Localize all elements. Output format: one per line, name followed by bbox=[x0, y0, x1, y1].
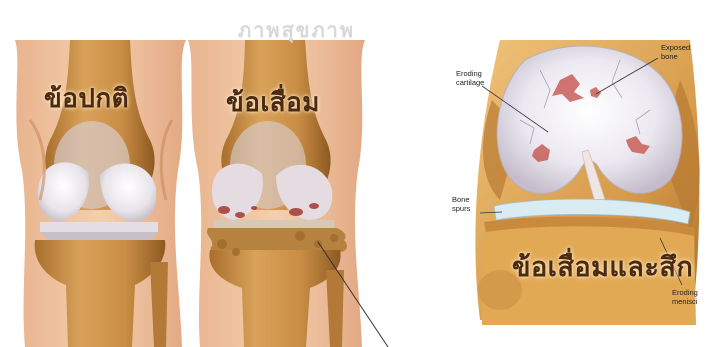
eroding-menisci-text: Eroding menisci bbox=[672, 288, 698, 306]
bone-spurs-text: Bone spurs bbox=[452, 195, 470, 213]
watermark: ภาพสุขภาพ bbox=[238, 14, 355, 46]
exposed-bone-callout: Exposed bone bbox=[661, 44, 690, 61]
eroding-cartilage-callout: Eroding cartilage bbox=[456, 70, 484, 87]
exposed-bone-text: Exposed bone bbox=[661, 43, 690, 61]
eroding-menisci-callout: Eroding menisci bbox=[672, 289, 698, 306]
degenerate-worn-joint-label: ข้อเสื่อมและสึก bbox=[512, 245, 693, 288]
eroding-cartilage-text: Eroding cartilage bbox=[456, 69, 484, 87]
normal-joint-label: ข้อปกติ bbox=[44, 78, 129, 119]
degenerate-joint-label: ข้อเสื่อม bbox=[226, 82, 320, 123]
bone-spurs-callout: Bone spurs bbox=[452, 196, 470, 213]
